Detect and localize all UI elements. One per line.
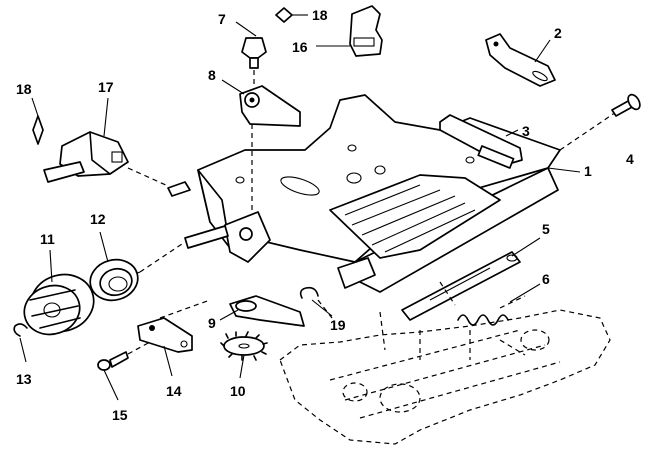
part-10-gear [220,331,268,361]
part-17-switch-housing [43,131,169,187]
callout-14: 14 [166,383,182,399]
callout-19: 19 [330,317,346,333]
callout-6: 6 [542,271,550,287]
callout-1: 1 [584,163,592,179]
callout-16: 16 [292,39,308,55]
part-5-lever-rail [401,251,521,321]
callout-12: 12 [90,211,106,227]
callout-2: 2 [554,25,562,41]
part-8-arm [239,85,301,210]
part-13-clip [13,323,28,337]
part-3-slide-plate [439,114,523,169]
callout-15: 15 [112,407,128,423]
part-18-diamond-clip-left [32,115,44,145]
part-6-spring [457,295,526,326]
part-2-bracket [485,33,556,87]
callout-labels: 1 2 3 4 5 6 7 8 9 10 11 12 13 14 15 16 1… [16,7,634,423]
part-12-bearing-ring [89,241,186,302]
callout-18-left: 18 [16,81,32,97]
callout-10: 10 [230,383,246,399]
lower-mechanism-outline [279,309,611,445]
part-14-mounting-plate [137,299,211,353]
part-18-diamond-clip-top [275,7,293,23]
part-15-bolt [97,341,151,371]
callout-3: 3 [522,123,530,139]
callout-9: 9 [208,315,216,331]
callout-7: 7 [218,11,226,27]
callout-4: 4 [626,151,634,167]
part-9-lower-arm [229,295,305,327]
part-7-knob-pin [241,37,267,88]
callout-13: 13 [16,371,32,387]
callout-5: 5 [542,221,550,237]
part-11-drum [23,271,141,336]
callout-11: 11 [40,231,55,247]
callout-18-top: 18 [312,7,328,23]
callout-8: 8 [208,67,216,83]
part-19-small-clip [299,286,333,319]
callout-17: 17 [98,79,114,95]
leader-lines [19,14,581,401]
part-4-screw [559,93,641,151]
part-16-latch [349,5,383,57]
